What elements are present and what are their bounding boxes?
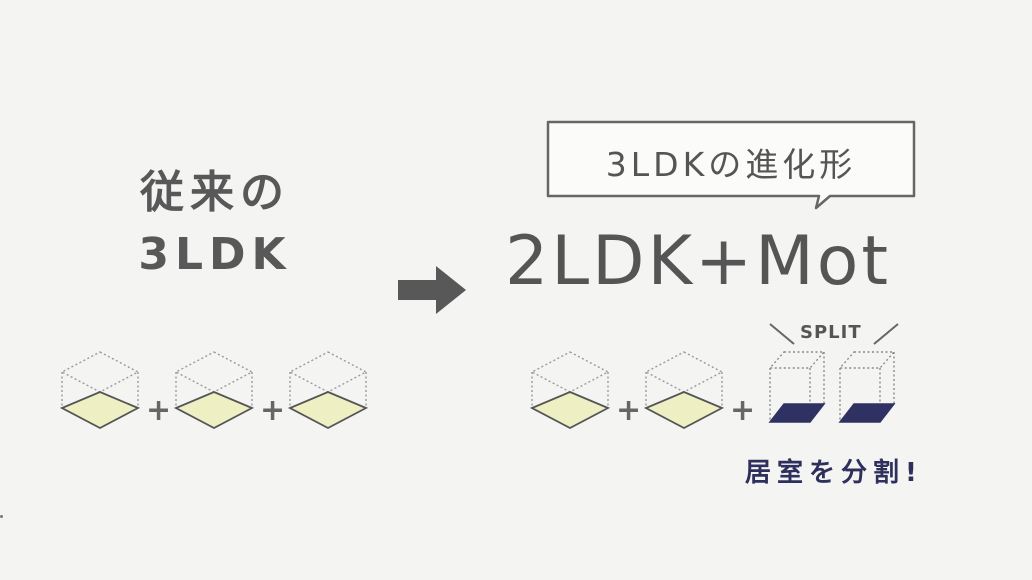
room-cube-icon bbox=[287, 350, 370, 436]
split-right-slash bbox=[872, 322, 902, 352]
plus-sign: + bbox=[260, 393, 286, 428]
split-caption: 居室を分割! bbox=[745, 458, 923, 488]
callout-bubble bbox=[540, 118, 920, 216]
split-room-cube-icon bbox=[832, 350, 898, 432]
split-label: SPLIT bbox=[800, 322, 862, 343]
callout-text: 3LDKの進化形 bbox=[605, 145, 857, 184]
room-cube-icon bbox=[643, 350, 726, 436]
current-layout-title-line2: 3LDK bbox=[138, 229, 292, 280]
current-layout-title: 従来の 3LDK bbox=[95, 162, 335, 286]
new-layout-title: 2LDK+Mot bbox=[505, 222, 892, 301]
plus-sign: + bbox=[730, 393, 756, 428]
split-room-cube-icon bbox=[762, 350, 828, 432]
right-arrow-icon bbox=[398, 264, 470, 320]
plus-sign: + bbox=[146, 393, 172, 428]
split-left-slash bbox=[768, 322, 798, 352]
plus-sign: + bbox=[616, 393, 642, 428]
room-cube-icon bbox=[59, 350, 142, 436]
current-layout-title-line1: 従来の bbox=[140, 167, 290, 218]
room-cube-icon bbox=[529, 350, 612, 436]
room-cube-icon bbox=[173, 350, 256, 436]
stray-dot bbox=[0, 515, 3, 518]
